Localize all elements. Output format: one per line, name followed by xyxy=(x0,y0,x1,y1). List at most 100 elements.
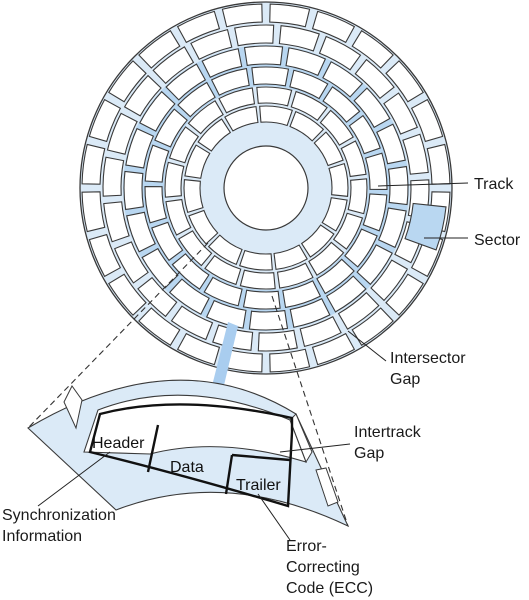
disk-sector xyxy=(190,28,233,61)
disk-sector xyxy=(234,24,275,47)
disk-sector xyxy=(243,45,284,67)
disk-sector xyxy=(168,278,210,315)
disk-sector xyxy=(188,209,219,245)
disk-sector xyxy=(221,3,263,28)
disk-sector xyxy=(332,212,364,250)
zoomed-track-segment xyxy=(27,379,350,528)
disk-sector xyxy=(251,66,290,87)
disk-sector xyxy=(224,106,259,132)
disk-sector xyxy=(165,63,207,101)
disk-sector xyxy=(313,131,344,167)
intersector-gap-label-line1: Intersector xyxy=(390,350,466,367)
disk-sector xyxy=(152,46,195,85)
disk-sector xyxy=(410,98,444,143)
disk-sector xyxy=(299,315,342,348)
sync-info-label-line1: Synchronization xyxy=(2,507,116,524)
disk-sector xyxy=(144,144,170,183)
disk-sector xyxy=(154,108,188,148)
disk-sector xyxy=(322,86,361,123)
disk-sector xyxy=(176,10,221,44)
header-data-divider xyxy=(146,424,160,473)
disk-sector xyxy=(319,109,354,146)
disk-sector xyxy=(300,224,335,258)
trailer-top-edge xyxy=(231,453,291,462)
disk-sector xyxy=(259,105,293,127)
disk-sector xyxy=(218,87,256,114)
disk-sector xyxy=(184,144,211,179)
disk-sector xyxy=(151,221,184,262)
record-data-label: Data xyxy=(170,459,204,476)
ecc-label-line1: Error- xyxy=(286,538,327,555)
disk-sector xyxy=(88,233,122,278)
spindle-hole xyxy=(223,145,309,231)
intertrack-notch-left xyxy=(63,385,83,430)
intersector-gap-leader xyxy=(347,330,387,362)
disk-sector xyxy=(282,280,322,309)
disk-sector xyxy=(362,193,388,232)
disk-sector xyxy=(242,289,281,310)
disk-sector xyxy=(402,133,429,175)
disk-sector xyxy=(144,185,168,224)
zoom-guide-lines xyxy=(27,242,349,527)
disk-sector xyxy=(164,161,185,198)
disk-sector xyxy=(344,228,378,268)
disk-sector xyxy=(141,247,179,289)
disk-sector xyxy=(276,262,314,289)
disk-sector xyxy=(239,269,276,290)
disk-sector xyxy=(138,307,181,346)
sync-info-label-line2: Information xyxy=(2,528,82,545)
intertrack-gap-label-line1: Intertrack xyxy=(354,424,422,441)
ecc-label-line2: Correcting xyxy=(286,559,360,576)
disk-sector xyxy=(183,179,204,214)
disk-sector xyxy=(170,305,214,341)
disk-sector xyxy=(308,241,345,276)
disk-sector xyxy=(165,198,192,236)
record-outline xyxy=(88,403,294,508)
sector-label: Sector xyxy=(474,232,521,249)
disk-sector xyxy=(289,110,325,142)
disk-sector xyxy=(197,118,232,152)
disk-sector xyxy=(311,10,356,44)
disk-sector xyxy=(81,143,106,185)
disk-sector xyxy=(351,30,394,69)
disk-sector xyxy=(316,258,355,295)
disk-sector xyxy=(256,86,293,107)
disk-sector xyxy=(370,259,409,302)
disk-sector xyxy=(81,191,106,233)
disk-sector xyxy=(187,100,224,135)
disk-sector xyxy=(377,207,407,249)
disk-sector xyxy=(376,123,406,165)
disk-sector xyxy=(353,87,391,129)
disk-sector xyxy=(340,140,367,178)
disk-sector xyxy=(125,127,155,169)
disk-sector xyxy=(139,90,176,132)
intertrack-gap-leader xyxy=(279,443,351,453)
disk-sector xyxy=(138,30,181,69)
disk-sector xyxy=(269,348,311,373)
leader-lines xyxy=(37,182,469,541)
record-trailer-label: Trailer xyxy=(236,477,281,494)
track-label: Track xyxy=(474,176,514,193)
disk-sector xyxy=(203,276,243,307)
disk-sector xyxy=(88,98,122,143)
disk-sector xyxy=(347,178,368,215)
disk-sector xyxy=(204,254,242,286)
disk-sector xyxy=(108,273,147,316)
disk-sector xyxy=(123,74,162,117)
disk-sector xyxy=(337,291,380,330)
intersector-gap-label-line2: Gap xyxy=(390,371,420,388)
disk-sector xyxy=(257,329,298,352)
ecc-label-line3: Code (ECC) xyxy=(286,580,373,597)
zoom-guide-left xyxy=(27,242,209,429)
disk-sector xyxy=(356,244,393,286)
disk-sector xyxy=(311,332,356,366)
disk-sector xyxy=(285,47,327,77)
disk-sector xyxy=(383,92,419,135)
disk-sector xyxy=(278,25,320,52)
disk-sector xyxy=(207,234,243,266)
disk-sector xyxy=(239,249,273,271)
disk-sector xyxy=(137,276,178,318)
disk-sector xyxy=(289,69,329,100)
disk-sector xyxy=(322,61,364,98)
